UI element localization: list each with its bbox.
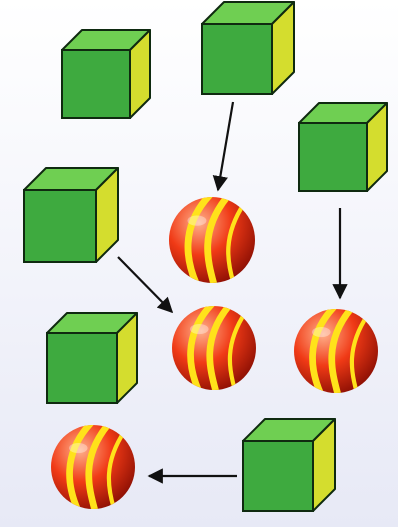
ball-highlight xyxy=(190,324,209,335)
cube-front-face xyxy=(61,49,131,119)
green-cube-icon-3 xyxy=(298,102,388,192)
ball-seam xyxy=(204,197,231,283)
cube-front-face xyxy=(46,332,118,404)
balls-layer xyxy=(51,197,378,509)
cube-front-face xyxy=(298,122,368,192)
ball-seam xyxy=(328,309,355,393)
green-cube-icon-2 xyxy=(201,1,295,95)
cricket-ball-icon-2 xyxy=(172,306,256,390)
ball-highlight xyxy=(187,215,207,226)
cricket-ball-icon-4 xyxy=(51,425,135,509)
cube-front-face xyxy=(201,23,273,95)
cube-front-face xyxy=(242,440,314,512)
ball-seam xyxy=(187,306,216,390)
ball-seam xyxy=(206,306,233,390)
ball-seam xyxy=(66,425,95,509)
green-cube-icon-4 xyxy=(23,167,119,263)
ball-highlight xyxy=(312,327,331,338)
ball-highlight xyxy=(69,443,88,454)
arrows-layer xyxy=(117,101,348,484)
ball-seam xyxy=(184,197,214,283)
cricket-ball-icon-1 xyxy=(169,197,255,283)
arrow-icon-1 xyxy=(212,101,235,192)
cricket-ball-icon-3 xyxy=(294,309,378,393)
cube-front-face xyxy=(23,189,97,263)
green-cube-icon-5 xyxy=(46,312,138,404)
ball-seam xyxy=(226,201,247,283)
cubes-layer xyxy=(23,1,388,512)
green-cube-icon-1 xyxy=(61,29,151,119)
ball-seam xyxy=(106,429,127,509)
ball-seam xyxy=(309,309,338,393)
arrow-icon-2 xyxy=(117,256,174,314)
green-cube-icon-6 xyxy=(242,418,336,512)
ball-seam xyxy=(349,313,370,393)
ball-seam xyxy=(227,310,248,390)
ball-seam xyxy=(85,425,112,509)
